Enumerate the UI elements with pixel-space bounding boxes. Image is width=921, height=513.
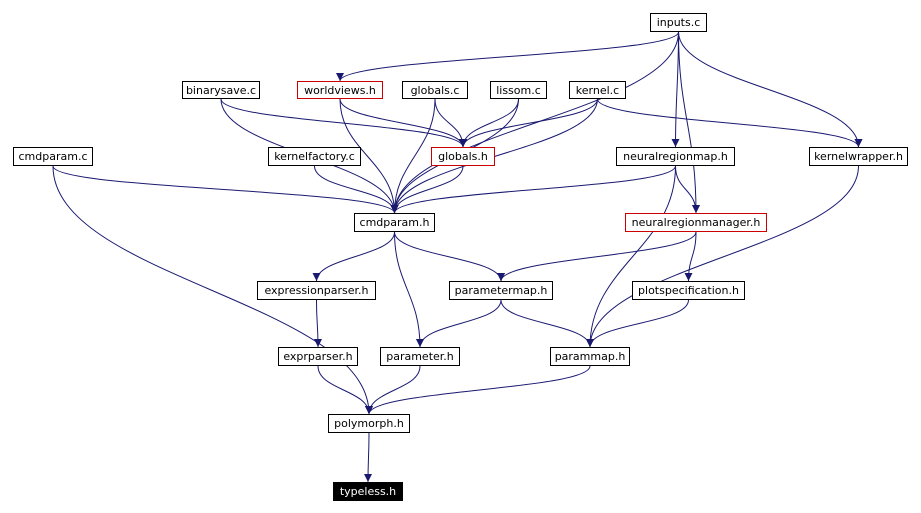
edge-neuralregionmap_h-to-cmdparam_h: [390, 165, 676, 214]
edge-inputs_c-to-worldviews_h: [336, 31, 679, 82]
edge-kernel_c-to-cmdparam_h: [390, 98, 598, 214]
edge-cmdparam_c-to-cmdparam_h: [52, 165, 399, 214]
node-neuralregionmanager-h[interactable]: neuralregionmanager.h: [625, 213, 767, 232]
node-kernel-c[interactable]: kernel.c: [569, 81, 626, 99]
node-neuralregionmap-h[interactable]: neuralregionmap.h: [616, 147, 735, 166]
edge-inputs_c-to-cmdparam_h: [390, 31, 679, 214]
edge-inputs_c-to-kernelwrapper_h: [678, 31, 863, 148]
node-lissom-c[interactable]: lissom.c: [490, 81, 547, 99]
node-kernelfactory-c[interactable]: kernelfactory.c: [268, 147, 361, 166]
edge-neuralregionmap_h-to-neuralregionmanager_h: [675, 165, 700, 214]
node-cmdparam-c[interactable]: cmdparam.c: [13, 147, 93, 166]
edge-inputs_c-to-neuralregionmanager_h: [678, 31, 700, 214]
edge-parammap_h-to-polymorph_h: [365, 365, 591, 415]
node-parammap-h[interactable]: parammap.h: [550, 347, 630, 366]
edge-expressionparser_h-to-exprparser_h: [313, 299, 322, 348]
edge-binarysave_c-to-globals_h: [220, 98, 467, 148]
node-cmdparam-h[interactable]: cmdparam.h: [354, 213, 435, 232]
edge-inputs_c-to-neuralregionmap_h: [671, 31, 680, 148]
edge-parametermap_h-to-parameter_h: [416, 299, 502, 348]
node-binarysave-c[interactable]: binarysave.c: [182, 81, 260, 99]
edge-plotspecification_h-to-parammap_h: [586, 299, 689, 348]
node-worldviews-h[interactable]: worldviews.h: [297, 81, 383, 99]
edge-kernelwrapper_h-to-parammap_h: [586, 165, 859, 348]
edge-neuralregionmanager_h-to-plotspecification_h: [684, 231, 697, 282]
edge-cmdparam_h-to-expressionparser_h: [312, 231, 395, 282]
edge-kernel_c-to-globals_h: [459, 98, 598, 148]
node-globals-c[interactable]: globals.c: [402, 81, 468, 99]
node-polymorph-h[interactable]: polymorph.h: [328, 414, 410, 433]
edge-cmdparam_c-to-polymorph_h: [52, 165, 373, 415]
node-typeless-h: typeless.h: [333, 482, 403, 501]
node-inputs-c[interactable]: inputs.c: [650, 13, 707, 32]
edge-neuralregionmap_h-to-parammap_h: [586, 165, 676, 348]
node-plotspecification-h[interactable]: plotspecification.h: [632, 281, 745, 300]
edge-polymorph_h-to-typeless_h: [364, 432, 373, 483]
node-expressionparser-h[interactable]: expressionparser.h: [257, 281, 376, 300]
node-parametermap-h[interactable]: parametermap.h: [449, 281, 553, 300]
edge-neuralregionmanager_h-to-parametermap_h: [497, 231, 697, 282]
edge-worldviews_h-to-globals_h: [339, 98, 467, 148]
node-globals-h[interactable]: globals.h: [431, 147, 495, 166]
edge-parametermap_h-to-parammap_h: [500, 299, 594, 348]
node-parameter-h[interactable]: parameter.h: [380, 347, 460, 366]
edge-worldviews_h-to-cmdparam_h: [339, 98, 399, 214]
edge-exprparser_h-to-polymorph_h: [317, 365, 373, 415]
node-kernelwrapper-h[interactable]: kernelwrapper.h: [809, 147, 908, 166]
edge-globals_c-to-cmdparam_h: [390, 98, 436, 214]
edge-cmdparam_h-to-parametermap_h: [394, 231, 505, 282]
edge-lissom_c-to-globals_h: [459, 98, 519, 148]
edge-cmdparam_h-to-parameter_h: [394, 231, 424, 348]
edge-kernel_c-to-kernelwrapper_h: [597, 98, 863, 148]
node-exprparser-h[interactable]: exprparser.h: [278, 347, 358, 366]
